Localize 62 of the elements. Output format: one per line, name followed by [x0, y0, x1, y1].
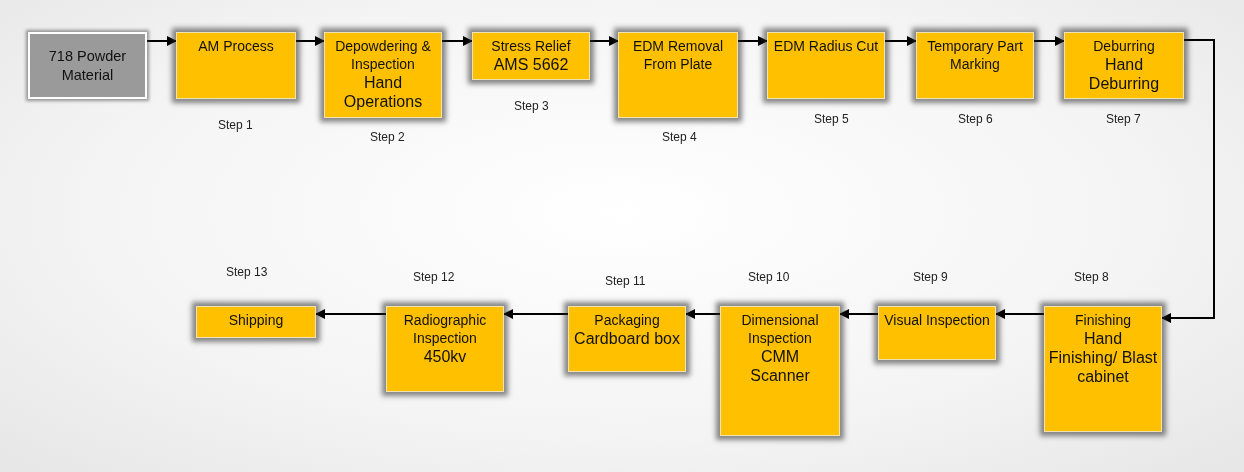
step-detail: Hand Operations: [342, 73, 424, 111]
step-title: EDM Radius Cut: [773, 37, 879, 55]
process-box: [1044, 306, 1162, 432]
process-box: [878, 306, 996, 360]
step-label: Step 1: [218, 118, 253, 132]
arrow: [146, 36, 177, 46]
step-detail: 450kv: [423, 347, 467, 366]
arrow: [1161, 39, 1215, 323]
step-title: AM Process: [198, 37, 274, 55]
arrow: [295, 36, 325, 46]
step-label: Step 12: [413, 270, 455, 284]
step-title: Radiographic Inspection: [402, 311, 488, 347]
step-title: Visual Inspection: [884, 311, 990, 329]
step-label: Step 9: [913, 270, 948, 284]
step-label: Step 11: [605, 274, 646, 288]
process-box: [386, 306, 504, 392]
arrow: [839, 309, 879, 319]
step-detail: AMS 5662: [493, 55, 569, 74]
process-box: [720, 306, 840, 436]
arrow: [685, 309, 721, 319]
arrow: [315, 309, 387, 319]
process-box: [568, 306, 686, 372]
process-box: [324, 32, 442, 118]
step-label: Step 3: [514, 99, 549, 113]
step-title: Deburring: [1093, 37, 1155, 55]
step-title: Dimensional Inspection: [740, 311, 820, 347]
step-title: Depowdering & Inspection: [334, 37, 432, 73]
arrow: [503, 309, 569, 319]
step-detail: Cardboard box: [574, 329, 680, 348]
step-detail: Hand Deburring: [1087, 55, 1161, 93]
process-box: [767, 32, 885, 99]
step-title: Finishing: [1075, 311, 1131, 329]
step-title: Shipping: [228, 311, 284, 329]
step-label: Step 5: [814, 112, 849, 126]
material-box: [28, 32, 147, 99]
step-title: Packaging: [594, 311, 660, 329]
process-box: [618, 32, 738, 118]
process-box: [176, 32, 296, 99]
step-detail: CMM: [760, 347, 800, 366]
arrow: [995, 309, 1045, 319]
arrow: [441, 36, 473, 46]
process-box: [196, 306, 316, 338]
step-label: Step 6: [958, 112, 993, 126]
step-label: Step 7: [1106, 112, 1141, 126]
step-label: Step 8: [1074, 270, 1109, 284]
step-detail: Hand Finishing/ Blast cabinet: [1048, 329, 1158, 386]
step-label: Step 10: [748, 270, 790, 284]
step-title: Stress Relief: [491, 37, 571, 55]
step-label: Step 2: [370, 130, 405, 144]
arrow: [884, 36, 917, 46]
step-title: 718 Powder Material: [47, 46, 128, 85]
arrow: [589, 36, 619, 46]
step-title: EDM Removal From Plate: [631, 37, 725, 73]
step-label: Step 13: [226, 265, 268, 279]
step-label: Step 4: [662, 130, 697, 144]
process-box: [1064, 32, 1184, 99]
arrow: [737, 36, 768, 46]
process-box: [472, 32, 590, 80]
step-detail: Scanner: [750, 366, 810, 385]
arrow: [1033, 36, 1065, 46]
step-title: Temporary Part Marking: [926, 37, 1024, 73]
process-box: [916, 32, 1034, 99]
